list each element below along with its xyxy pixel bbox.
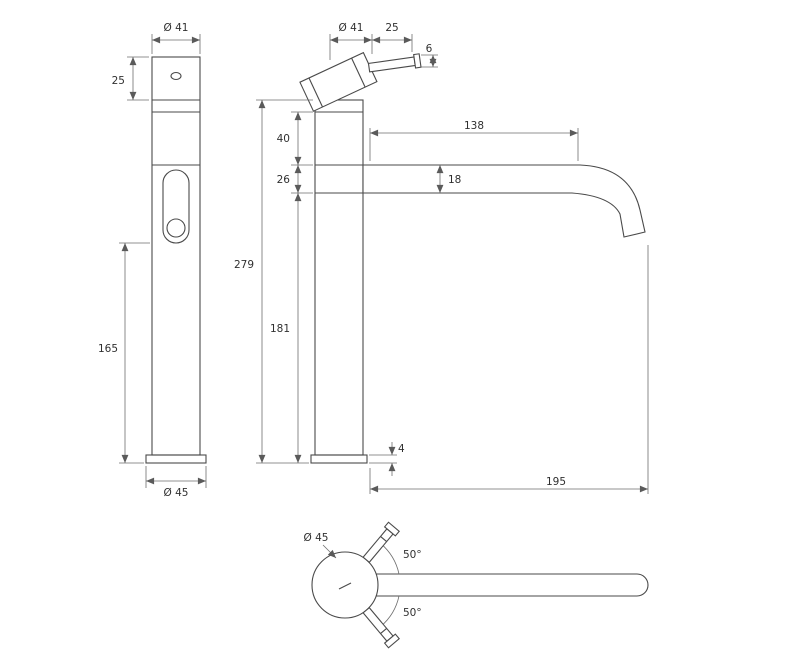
dim-front-cap-height: 25 <box>112 56 149 101</box>
side-rod-dia-label: 6 <box>426 43 433 55</box>
handle-arm-outline <box>362 606 394 642</box>
front-body-height-label: 165 <box>98 343 118 355</box>
handle-barrel-outline <box>299 51 378 112</box>
handle-barrel-edge <box>351 57 366 88</box>
dim-front-dia-base: Ø 45 <box>145 466 207 499</box>
front-body-outline <box>151 56 201 456</box>
front-dia-base-label: Ø 45 <box>164 487 189 499</box>
side-upper-section-label: 40 <box>277 133 290 145</box>
dim-side-base: 4 <box>369 442 405 476</box>
top-handle-upper <box>362 521 400 564</box>
top-view: Ø 45 50° 50° <box>304 521 649 649</box>
front-handle-dot <box>170 71 182 81</box>
front-dia-top-label: Ø 41 <box>164 22 189 34</box>
dim-side-overall-reach: 195 <box>369 245 649 494</box>
dim-top-dia: Ø 45 <box>304 532 337 559</box>
front-spout-capsule <box>162 169 190 244</box>
handle-arm-tip <box>383 633 400 649</box>
dim-side-mid: 26 <box>277 165 313 194</box>
side-base-plate <box>310 454 368 464</box>
handle-arm-outline <box>362 528 394 564</box>
dim-side-spout-dia: 18 <box>436 165 461 193</box>
dim-side-top: Ø 41 25 <box>329 22 413 60</box>
side-handle-lever <box>367 53 422 73</box>
dim-side-lower: 181 <box>256 193 309 464</box>
front-view: Ø 41 25 165 Ø 45 <box>98 22 207 499</box>
side-spout-dia-label: 18 <box>448 174 461 186</box>
top-spout-outline <box>376 573 649 597</box>
lever-rod-outline <box>367 56 416 73</box>
top-angle-upper-label: 50° <box>403 549 422 561</box>
side-total-height-label: 279 <box>234 259 254 271</box>
dim-side-rod-dia: 6 <box>421 43 438 68</box>
side-view: Ø 41 25 6 40 26 181 279 <box>234 22 649 494</box>
angle-arc-lower <box>379 595 400 628</box>
side-spout-outline <box>362 164 646 238</box>
side-mid-section-label: 26 <box>277 174 291 186</box>
dim-side-reach: 138 <box>369 120 579 161</box>
side-base-height-label: 4 <box>398 443 405 455</box>
side-lower-section-label: 181 <box>270 323 290 335</box>
handle-arm-joint <box>380 627 387 634</box>
lever-rod-tip <box>413 53 422 69</box>
side-handle-barrel <box>299 51 378 112</box>
top-angle-lower-label: 50° <box>403 607 422 619</box>
dim-side-upper: 40 <box>277 111 313 166</box>
top-handle-lower <box>362 606 400 649</box>
front-base-plate <box>145 454 207 464</box>
handle-barrel-edge <box>308 77 324 108</box>
front-cap-height-label: 25 <box>112 75 125 87</box>
side-spout-reach-label: 138 <box>464 120 484 132</box>
dim-front-body-height: 165 <box>98 242 150 464</box>
dim-side-total: 279 <box>234 99 313 463</box>
angle-arc-upper <box>379 542 400 575</box>
handle-arm-tip <box>383 521 400 537</box>
leader-line <box>322 544 337 559</box>
dim-front-dia-top: Ø 41 <box>151 22 201 54</box>
side-dia-top-label: Ø 41 <box>339 22 364 34</box>
side-lever-length-label: 25 <box>385 22 398 34</box>
front-aerator-circle <box>166 218 186 238</box>
top-center-mark <box>338 582 352 590</box>
handle-arm-joint <box>380 536 387 543</box>
side-body-outline <box>314 99 364 456</box>
top-base-circle <box>311 551 379 619</box>
top-dia-base-label: Ø 45 <box>304 532 329 544</box>
side-overall-reach-label: 195 <box>546 476 566 488</box>
